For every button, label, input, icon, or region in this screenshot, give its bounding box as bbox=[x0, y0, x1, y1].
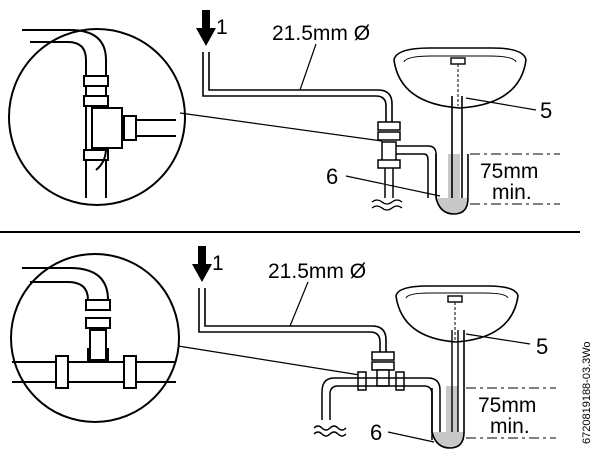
top-sink-label: 5 bbox=[540, 98, 552, 123]
bottom-sink bbox=[395, 285, 519, 343]
top-diameter-leader bbox=[299, 43, 317, 91]
top-detail-circle bbox=[8, 28, 186, 206]
bottom-trap-label: 6 bbox=[370, 420, 382, 445]
bottom-inlet-label: 1 bbox=[212, 252, 224, 275]
top-detail-leader bbox=[179, 112, 383, 142]
bottom-tee-fitting bbox=[357, 351, 405, 391]
top-depth-label: 75mm bbox=[480, 160, 538, 183]
figure-code: 6720819188-03.3Wo bbox=[581, 341, 593, 444]
top-trap-leader bbox=[345, 175, 441, 197]
bottom-diameter-leader bbox=[289, 281, 309, 327]
top-diameter-label: 21.5mm Ø bbox=[272, 22, 370, 45]
bottom-depth-dimension bbox=[466, 387, 556, 439]
bottom-sink-leader bbox=[465, 333, 531, 345]
bottom-detail-leader bbox=[177, 345, 367, 377]
top-inlet-label: 1 bbox=[216, 16, 228, 39]
top-supply-pipe bbox=[202, 52, 393, 124]
top-trap bbox=[435, 96, 469, 215]
bottom-depth-label: 75mm bbox=[478, 394, 536, 417]
bottom-detail-circle bbox=[10, 253, 180, 423]
bottom-trap bbox=[431, 330, 465, 449]
top-sink bbox=[393, 47, 527, 109]
bottom-depth-min-label: min. bbox=[490, 415, 530, 438]
top-depth-min-label: min. bbox=[492, 181, 532, 204]
bottom-sink-label: 5 bbox=[536, 334, 548, 359]
bottom-inlet-arrow bbox=[192, 246, 212, 282]
top-tee-fitting bbox=[371, 121, 410, 211]
top-panel: 1 21.5mm Ø bbox=[8, 10, 560, 215]
bottom-diameter-label: 21.5mm Ø bbox=[268, 260, 366, 283]
bottom-floor-marks bbox=[313, 425, 347, 437]
bottom-trap-leader bbox=[387, 431, 435, 443]
top-trap-label: 6 bbox=[326, 164, 338, 189]
top-trap-pipe bbox=[410, 145, 437, 198]
bottom-panel: 1 21.5mm Ø bbox=[10, 246, 556, 449]
bottom-supply-pipe bbox=[198, 288, 387, 354]
top-inlet-arrow bbox=[196, 10, 216, 46]
top-sink-leader bbox=[465, 97, 537, 111]
top-depth-dimension bbox=[470, 153, 560, 205]
